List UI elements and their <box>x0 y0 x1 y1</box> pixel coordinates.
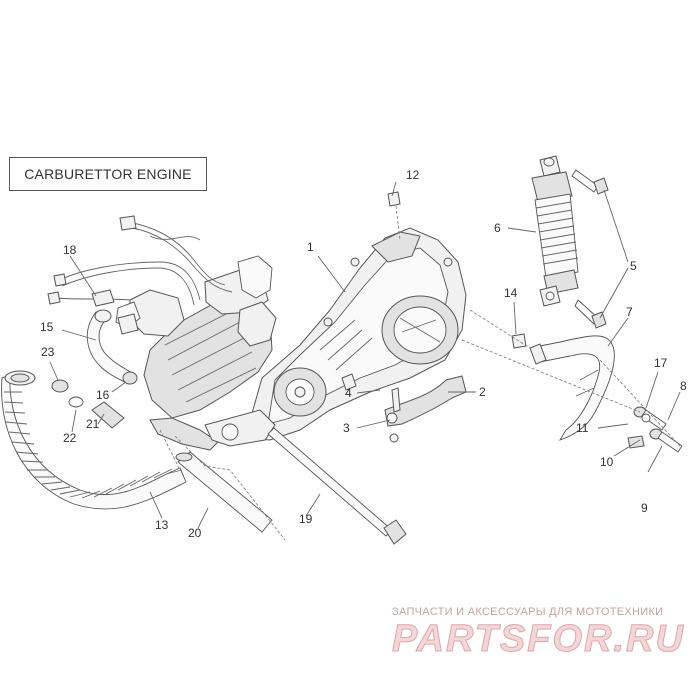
callout-2: 2 <box>479 385 486 399</box>
callout-10: 10 <box>600 455 614 469</box>
callout-14: 14 <box>504 286 518 300</box>
callout-11: 11 <box>576 421 589 435</box>
callout-20: 20 <box>188 526 202 540</box>
callout-5: 5 <box>630 259 637 273</box>
exhaust-guard-cover <box>529 335 615 441</box>
hose-assembly <box>86 309 139 385</box>
callout-13: 13 <box>155 518 169 532</box>
intake-duct <box>1 370 187 510</box>
callout-23: 23 <box>41 345 55 359</box>
engine-crankcase <box>244 227 467 441</box>
watermark-logo: PARTSFOR.RU <box>392 618 685 661</box>
callout-6: 6 <box>494 221 501 235</box>
callout-labels: 1 2 3 4 5 6 7 8 9 10 11 12 13 14 15 16 1… <box>40 168 687 540</box>
alignment-lines <box>395 205 681 447</box>
callout-9: 9 <box>641 501 648 515</box>
watermark-subtitle: ЗАПЧАСТИ И АКСЕССУАРЫ ДЛЯ МОТОТЕХНИКИ <box>392 606 664 618</box>
shock-bolts <box>571 169 609 329</box>
callout-18: 18 <box>63 243 77 257</box>
callout-17: 17 <box>654 356 668 370</box>
wiring-harness <box>47 215 233 307</box>
callout-15: 15 <box>40 320 54 334</box>
callout-3: 3 <box>343 421 350 435</box>
shock-absorber <box>531 155 579 307</box>
callout-7: 7 <box>626 305 633 319</box>
callout-12: 12 <box>406 168 420 182</box>
leader-lines <box>49 181 681 529</box>
sleeve-spacer-parts <box>51 379 273 533</box>
diagram-title: CARBURETTOR ENGINE <box>9 157 207 191</box>
callout-1: 1 <box>307 240 314 254</box>
callout-21: 21 <box>86 417 100 431</box>
callout-16: 16 <box>96 388 110 402</box>
cylinder-head-carburettor <box>115 255 277 451</box>
long-bolt <box>267 427 407 545</box>
callout-4: 4 <box>345 386 352 400</box>
callout-8: 8 <box>680 379 687 393</box>
small-hardware <box>387 191 683 453</box>
callout-19: 19 <box>299 512 313 526</box>
leader-guide-lines <box>159 429 286 541</box>
callout-22: 22 <box>63 431 77 445</box>
